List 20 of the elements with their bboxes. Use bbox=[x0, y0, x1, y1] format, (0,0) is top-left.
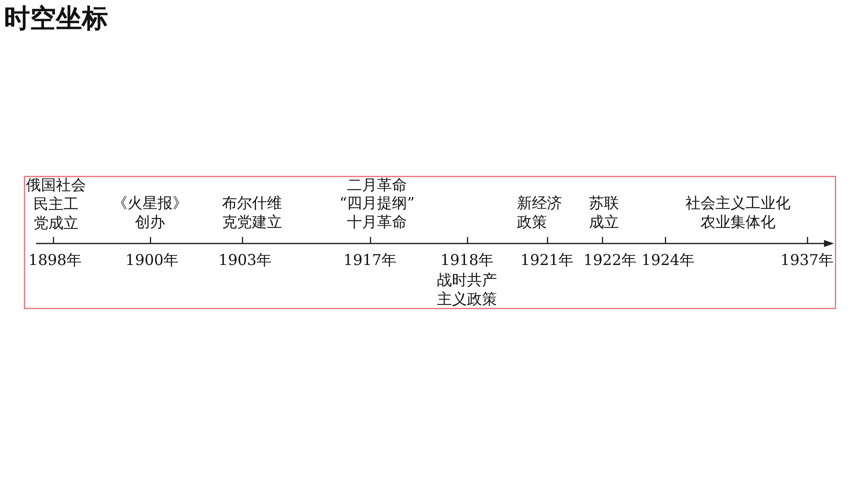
year-label: 1921年 bbox=[520, 251, 574, 270]
event-label: 新经济政策 bbox=[517, 194, 562, 232]
event-label: 苏联成立 bbox=[589, 194, 619, 232]
event-label: 十月革命 bbox=[347, 213, 407, 232]
event-label: 俄国社会民主工党成立 bbox=[26, 176, 86, 233]
year-label: 1918年 bbox=[440, 251, 494, 270]
year-label: 1924年 bbox=[641, 251, 695, 270]
year-label: 1900年 bbox=[125, 251, 179, 270]
event-label: 布尔什维克党建立 bbox=[222, 194, 282, 232]
year-label: 1917年 bbox=[343, 251, 397, 270]
event-label: 战时共产主义政策 bbox=[437, 271, 497, 309]
event-label: 社会主义工业化农业集体化 bbox=[686, 194, 790, 232]
year-label: 1922年 bbox=[583, 251, 637, 270]
year-label: 1898年 bbox=[28, 251, 82, 270]
event-label: 《火星报》创办 bbox=[112, 194, 188, 232]
event-label: 二月革命 bbox=[347, 176, 407, 195]
title: 时空坐标 bbox=[4, 3, 108, 36]
year-label: 1903年 bbox=[218, 251, 272, 270]
event-label: “四月提纲” bbox=[339, 194, 415, 213]
year-label: 1937年 bbox=[780, 251, 834, 270]
